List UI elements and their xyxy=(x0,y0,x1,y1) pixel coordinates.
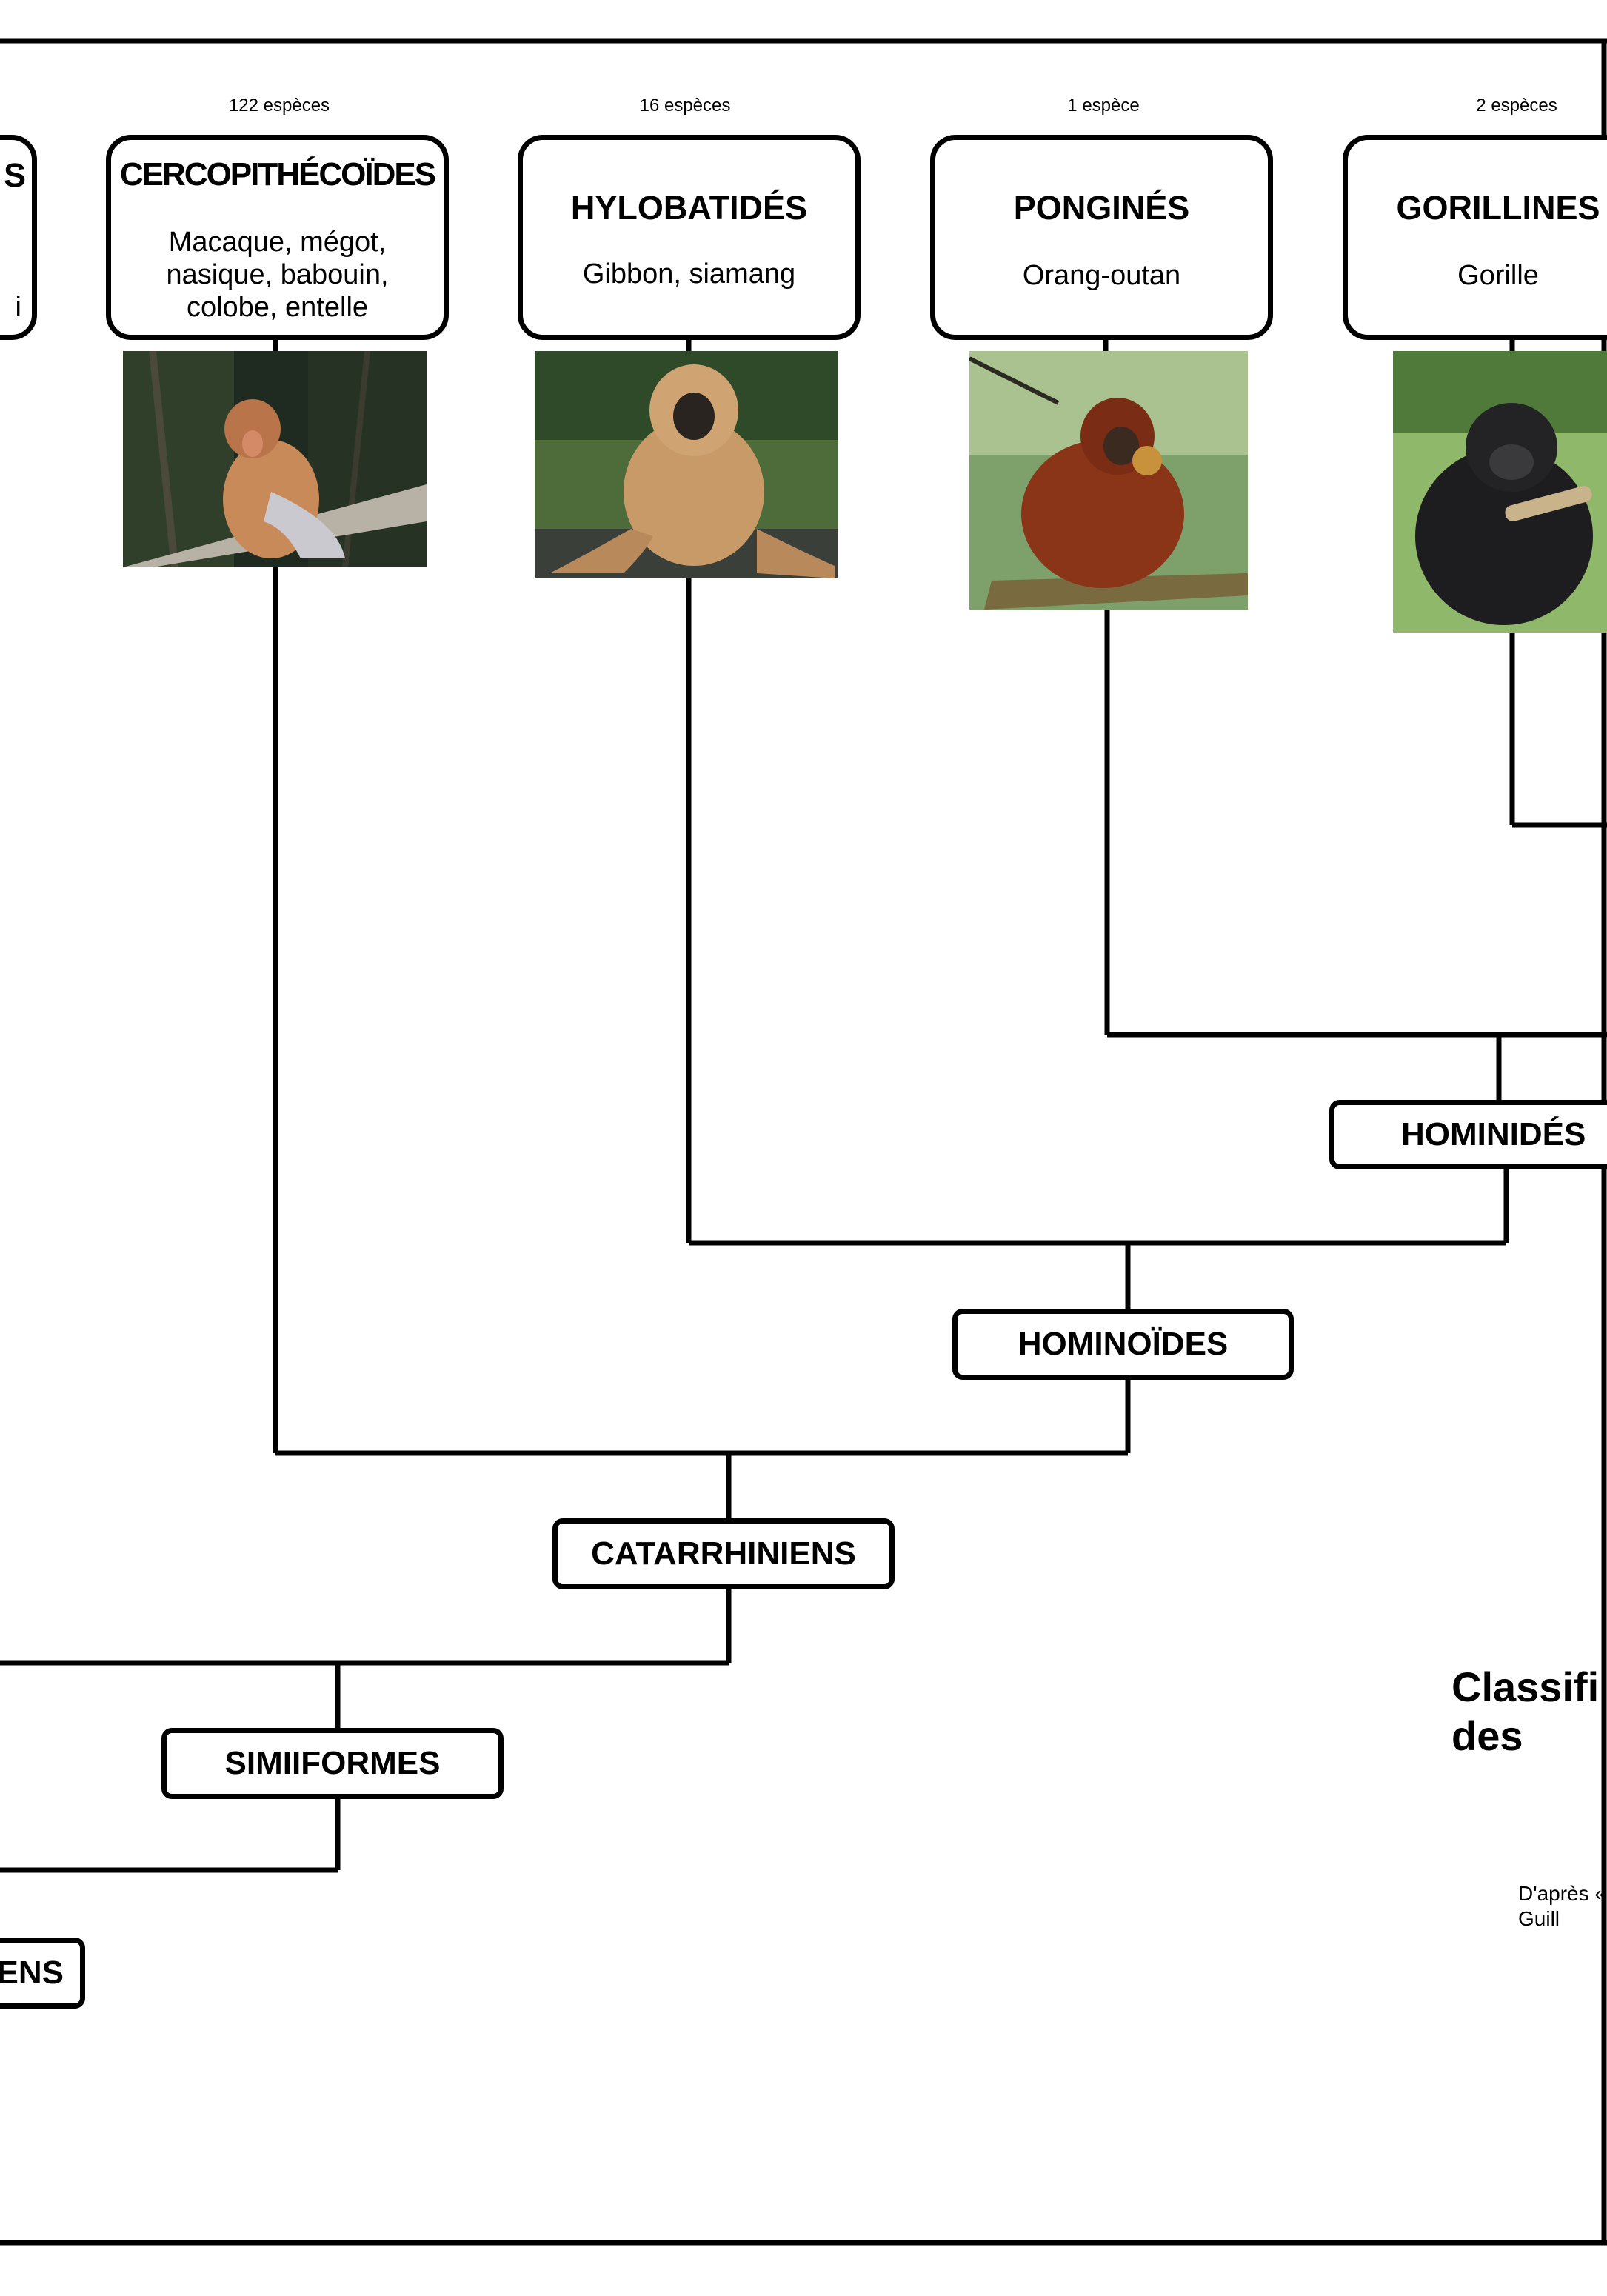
gorilla-photo xyxy=(1393,351,1607,633)
group-description-hylobatides: Gibbon, siamang xyxy=(582,258,796,290)
group-card-pongines: PONGINÉS Orang-outan xyxy=(930,135,1273,340)
group-card-left-cut: S i xyxy=(0,135,37,340)
group-card-cercopithecoides: CERCOPITHÉCOÏDES Macaque, mégot, nasique… xyxy=(106,135,449,340)
clade-node-hominides: HOMINIDÉS xyxy=(1329,1100,1607,1169)
orangutan-photo xyxy=(969,351,1248,610)
group-card-gorillines: GORILLINES Gorille xyxy=(1343,135,1607,340)
group-title-left-cut: S xyxy=(3,156,26,194)
clade-node-hominoides: HOMINOÏDES xyxy=(952,1309,1294,1380)
species-count-hylobatides: 16 espèces xyxy=(639,96,731,116)
group-title-cercopithecoides: CERCOPITHÉCOÏDES xyxy=(119,156,436,193)
species-count-pongines: 1 espèce xyxy=(1067,96,1140,116)
source-note: D'après « Guill xyxy=(1518,1882,1606,1930)
group-description-left-cut: i xyxy=(15,292,21,323)
group-card-hylobatides: HYLOBATIDÉS Gibbon, siamang xyxy=(518,135,861,340)
group-description-gorillines: Gorille xyxy=(1457,260,1539,291)
clade-node-simiiformes: SIMIIFORMES xyxy=(161,1728,504,1799)
clade-node-catarrhiniens: CATARRHINIENS xyxy=(552,1518,895,1589)
gibbon-photo xyxy=(535,351,838,578)
species-count-gorillines: 2 espèces xyxy=(1476,96,1557,116)
group-title-gorillines: GORILLINES xyxy=(1396,189,1600,227)
clade-node-left-cut: ENS xyxy=(0,1938,85,2009)
group-description-cercopithecoides: Macaque, mégot, nasique, babouin, colobe… xyxy=(166,227,389,323)
group-description-pongines: Orang-outan xyxy=(1022,260,1181,291)
group-title-pongines: PONGINÉS xyxy=(1013,189,1190,227)
group-title-hylobatides: HYLOBATIDÉS xyxy=(570,189,808,227)
diagram-title: Classifi des xyxy=(1451,1663,1600,1759)
proboscis-monkey-photo xyxy=(123,351,427,567)
species-count-cercopithecoides: 122 espèces xyxy=(228,96,330,116)
